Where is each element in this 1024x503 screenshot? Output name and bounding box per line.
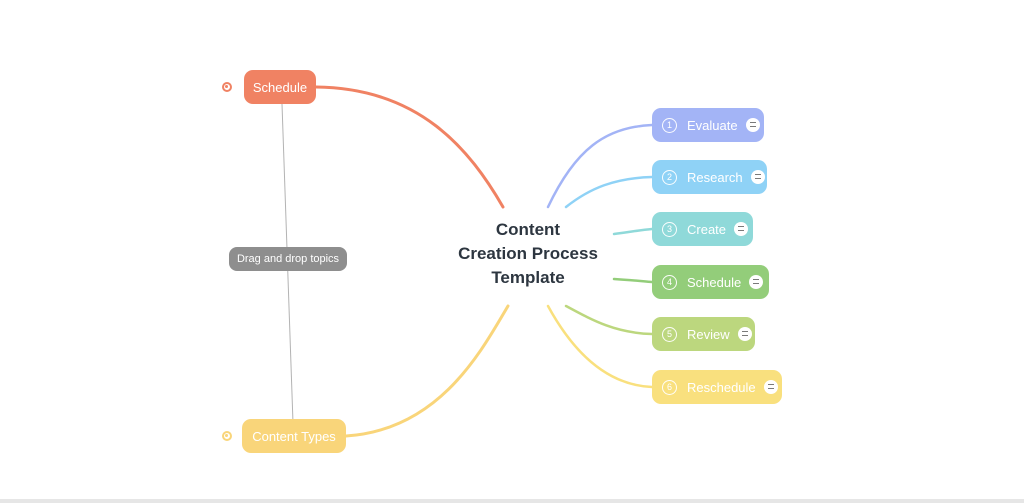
topic-label: Research bbox=[687, 169, 743, 185]
topic-research[interactable]: 2 Research bbox=[652, 160, 767, 194]
topic-label: Schedule bbox=[687, 274, 742, 290]
note-icon[interactable] bbox=[734, 222, 749, 236]
topic-label: Reschedule bbox=[687, 379, 756, 395]
branch-line-evaluate bbox=[546, 123, 654, 209]
collapse-toggle-icon[interactable] bbox=[222, 82, 232, 92]
step-number-icon: 3 bbox=[662, 221, 677, 237]
branch-line-content-types bbox=[344, 304, 510, 438]
branch-line-create bbox=[612, 227, 654, 236]
collapse-toggle-icon[interactable] bbox=[222, 431, 232, 441]
branch-line-reschedule bbox=[546, 304, 654, 389]
note-icon[interactable] bbox=[749, 275, 764, 289]
branch-line-review bbox=[564, 304, 654, 336]
topic-reschedule[interactable]: 6 Reschedule bbox=[652, 370, 782, 404]
note-icon[interactable] bbox=[750, 170, 765, 184]
note-icon[interactable] bbox=[745, 118, 760, 132]
relationship-label[interactable]: Drag and drop topics bbox=[229, 247, 347, 271]
relationship-line bbox=[281, 103, 295, 453]
topic-review[interactable]: 5 Review bbox=[652, 317, 755, 351]
topic-schedule[interactable]: Schedule bbox=[244, 70, 316, 104]
note-icon[interactable] bbox=[737, 327, 752, 341]
topic-label: Schedule bbox=[252, 79, 308, 95]
topic-content-types[interactable]: Content Types bbox=[242, 419, 346, 453]
bottom-divider bbox=[0, 499, 1024, 503]
branch-line-schedule bbox=[314, 85, 505, 209]
topic-label: Review bbox=[687, 326, 730, 342]
central-topic-line-2: Creation Process bbox=[458, 244, 598, 263]
topic-label: Content Types bbox=[252, 428, 336, 444]
step-number-icon: 1 bbox=[662, 117, 677, 133]
branch-line-research bbox=[564, 175, 654, 209]
central-topic-line-1: Content bbox=[495, 220, 561, 239]
topic-schedule-step[interactable]: 4 Schedule bbox=[652, 265, 769, 299]
central-topic[interactable]: Content Creation Process Template bbox=[438, 218, 618, 290]
topic-label: Create bbox=[687, 221, 727, 237]
note-icon[interactable] bbox=[763, 380, 778, 394]
topic-create[interactable]: 3 Create bbox=[652, 212, 753, 246]
step-number-icon: 4 bbox=[662, 274, 677, 290]
step-number-icon: 2 bbox=[662, 169, 677, 185]
central-topic-line-3: Template bbox=[491, 268, 565, 287]
step-number-icon: 5 bbox=[662, 326, 677, 342]
topic-evaluate[interactable]: 1 Evaluate bbox=[652, 108, 764, 142]
branch-line-schedule-right bbox=[612, 277, 654, 284]
topic-label: Evaluate bbox=[687, 117, 738, 133]
step-number-icon: 6 bbox=[662, 379, 677, 395]
